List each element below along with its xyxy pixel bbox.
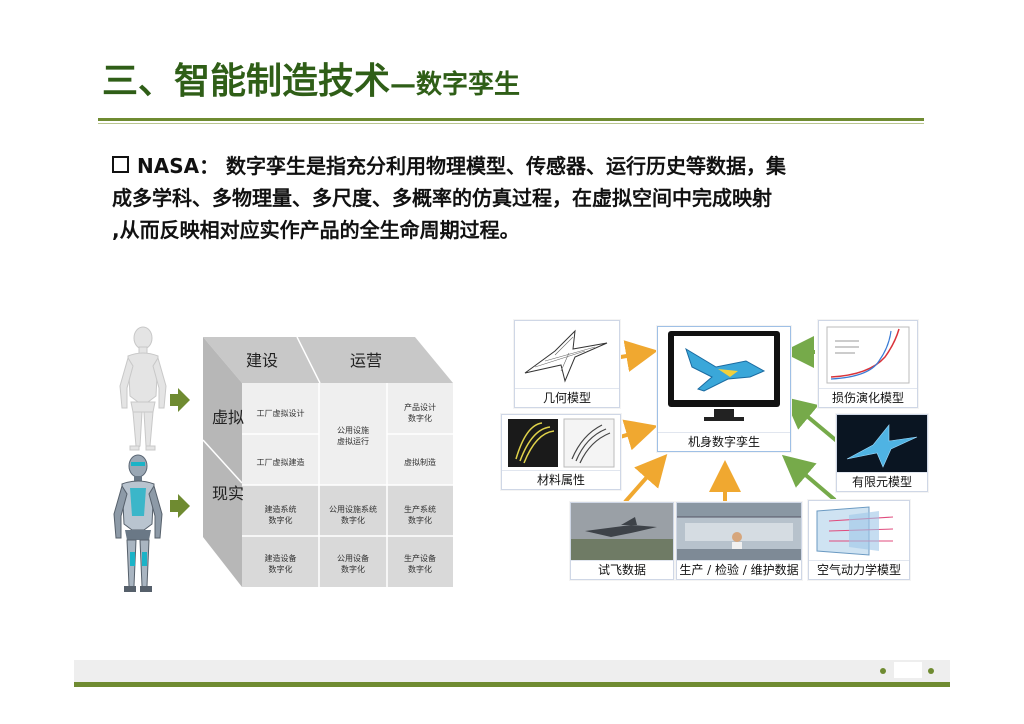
panel-finite-element-model: 有限元模型 [836,414,928,492]
cube-cell: 建造设备 数字化 [264,554,297,574]
panel-flight-test-data: 试飞数据 [570,502,674,580]
cube-label-operation: 运营 [350,351,383,370]
paragraph-line: NASA： 数字孪生是指充分利用物理模型、传感器、运行历史等数据，集 [112,150,942,182]
panel-caption: 材料属性 [502,470,620,489]
definition-paragraph: NASA： 数字孪生是指充分利用物理模型、传感器、运行历史等数据，集 成多学科、… [112,150,942,246]
page-title: 三、智能制造技术—数字孪生 [102,52,520,104]
wireframe-aircraft-icon [524,329,608,383]
cube-cell: 公用设施系统 数字化 [329,505,377,525]
fem-aircraft-icon [837,415,927,473]
footer-dot-icon [928,668,934,674]
page-number-box [894,662,922,678]
construction-operation-cube [202,336,453,587]
panel-caption: 生产 / 检验 / 维护数据 [677,560,801,579]
panel-caption: 空气动力学模型 [809,560,909,579]
title-dash: — [390,70,417,100]
checkbox-bullet-icon [112,156,129,173]
paragraph-line: ,从而反映相对应实作产品的全生命周期过程。 [112,218,520,242]
panel-geometry-model: 几何模型 [514,320,620,408]
damage-chart-icon [826,326,910,384]
panel-caption: 试飞数据 [571,560,673,579]
cube-label-construction: 建设 [246,351,279,370]
paragraph-line: 成多学科、多物理量、多尺度、多概率的仿真过程，在虚拟空间中完成映射 [112,186,772,210]
monitor-icon [668,331,780,421]
cube-label-physical: 现实 [212,484,245,503]
virtual-human-figure [119,326,167,451]
footer-rule [74,682,950,687]
panel-fuselage-twin: 机身数字孪生 [657,326,791,452]
title-main: 三、智能制造技术 [102,61,391,102]
title-rule-thin [98,123,924,124]
cube-cell: 建造系统 数字化 [264,505,297,525]
panel-material-properties: 材料属性 [501,414,621,490]
cube-cell: 生产设备 数字化 [404,554,436,574]
arrow-flight [623,453,668,504]
twin-connections [609,336,840,504]
arrow-aero [781,454,837,502]
cube-cell: 工厂虚拟设计 [256,409,305,418]
cube-cell: 公用设备 数字化 [337,554,369,574]
panel-caption: 有限元模型 [837,472,927,491]
material-curves-icon [508,418,615,468]
title-subtitle: 数字孪生 [416,70,521,100]
panel-damage-evolution-model: 损伤演化模型 [818,320,918,408]
right-arrow-icon [170,388,190,412]
panel-caption: 几何模型 [515,388,619,407]
cube-cell: 公用设施 虚拟运行 [337,426,369,446]
human-robot-figures [113,326,190,592]
airflow-model-icon [809,501,909,561]
cube-label-virtual: 虚拟 [212,408,245,427]
cube-cell: 产品设计 数字化 [404,403,436,423]
panel-caption: 损伤演化模型 [819,388,917,407]
factory-photo-icon [677,503,801,561]
footer-dot-icon [880,668,886,674]
cube-cell: 虚拟制造 [404,458,436,467]
cube-cell: 工厂虚拟建造 [256,458,305,467]
physical-robot-figure [113,454,163,592]
cube-top-face [203,337,453,383]
panel-caption: 机身数字孪生 [658,432,790,451]
cube-cell: 生产系统 数字化 [404,505,436,525]
right-arrow-icon [170,494,190,518]
arrow-geometry [614,340,658,372]
panel-aerodynamic-model: 空气动力学模型 [808,500,910,580]
title-rule [98,118,924,121]
panel-production-data: 生产 / 检验 / 维护数据 [676,502,802,580]
arrow-fem [783,396,840,444]
footer-bar [74,660,950,682]
flight-photo-icon [571,503,673,561]
